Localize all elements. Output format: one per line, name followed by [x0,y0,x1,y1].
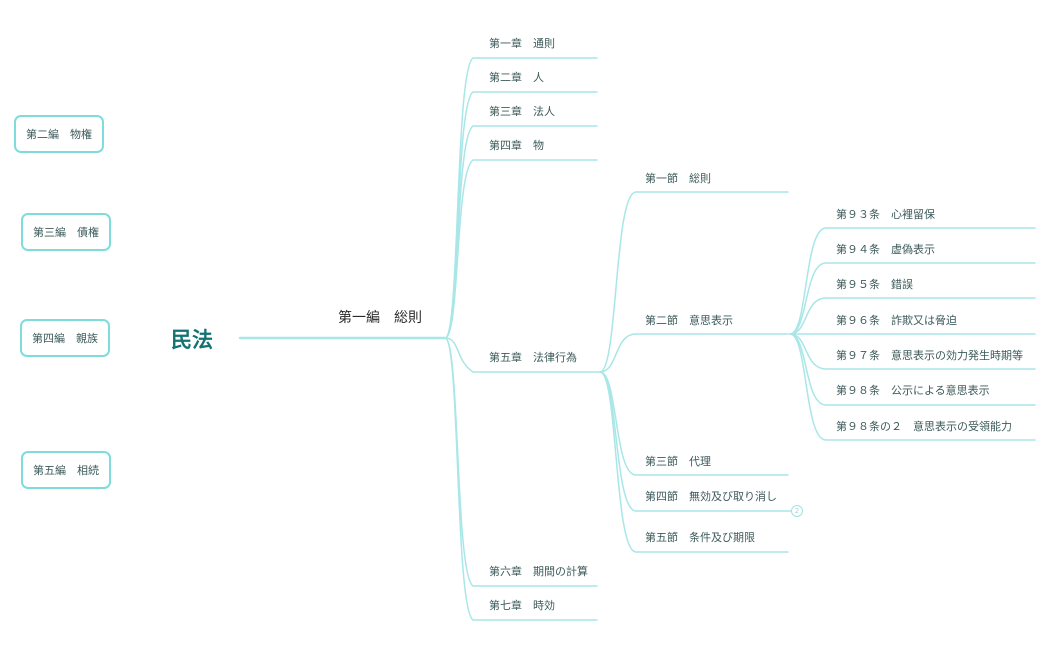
chapter-connector [444,125,598,339]
section-connector [599,333,789,373]
book-node-general[interactable]: 第一編 総則 [338,310,422,326]
chapter-connector [444,337,598,621]
article-connector [789,262,1036,335]
chapter-node-7[interactable]: 第七章 時効 [489,599,555,612]
article-node-98[interactable]: 第９８条 公示による意思表示 [836,384,990,397]
article-node-94[interactable]: 第９４条 虚偽表示 [836,243,935,256]
section-connector [599,371,789,553]
article-connector [789,333,1036,370]
article-node-97[interactable]: 第９７条 意思表示の効力発生時期等 [836,349,1023,362]
chapter-node-5[interactable]: 第五章 法律行為 [489,351,577,364]
chapter-node-4[interactable]: 第四章 物 [489,139,544,152]
article-node-93[interactable]: 第９３条 心裡留保 [836,208,935,221]
chapter-connector [444,57,598,339]
chapter-connector [444,91,598,339]
section-node-3[interactable]: 第三節 代理 [645,455,711,468]
article-connector [789,227,1036,335]
section-node-2[interactable]: 第二節 意思表示 [645,314,733,327]
book-node-property[interactable]: 第二編 物権 [14,115,104,153]
article-node-95[interactable]: 第９５条 錯誤 [836,278,913,291]
book-node-family[interactable]: 第四編 親族 [20,319,110,357]
article-node-96[interactable]: 第９６条 詐欺又は脅迫 [836,314,957,327]
chapter-connector [444,337,601,373]
section-node-4[interactable]: 第四節 無効及び取り消し [645,490,777,503]
section-connector [599,191,789,373]
book-node-inheritance[interactable]: 第五編 相続 [21,451,111,489]
section-node-1[interactable]: 第一節 総則 [645,172,711,185]
chapter-node-6[interactable]: 第六章 期間の計算 [489,565,588,578]
article-connector [789,333,1036,441]
chapter-node-2[interactable]: 第二章 人 [489,71,544,84]
article-node-98-2[interactable]: 第９８条の２ 意思表示の受領能力 [836,420,1012,433]
chapter-node-3[interactable]: 第三章 法人 [489,105,555,118]
chapter-node-1[interactable]: 第一章 通則 [489,37,555,50]
book-node-obligations[interactable]: 第三編 債権 [21,213,111,251]
root-node[interactable]: 民法 [171,328,213,352]
chapter-connector [444,337,598,587]
chapter-connector [444,159,598,339]
article-connector [789,297,1036,335]
collapse-badge[interactable]: 2 [791,505,803,517]
section-node-5[interactable]: 第五節 条件及び期限 [645,531,755,544]
